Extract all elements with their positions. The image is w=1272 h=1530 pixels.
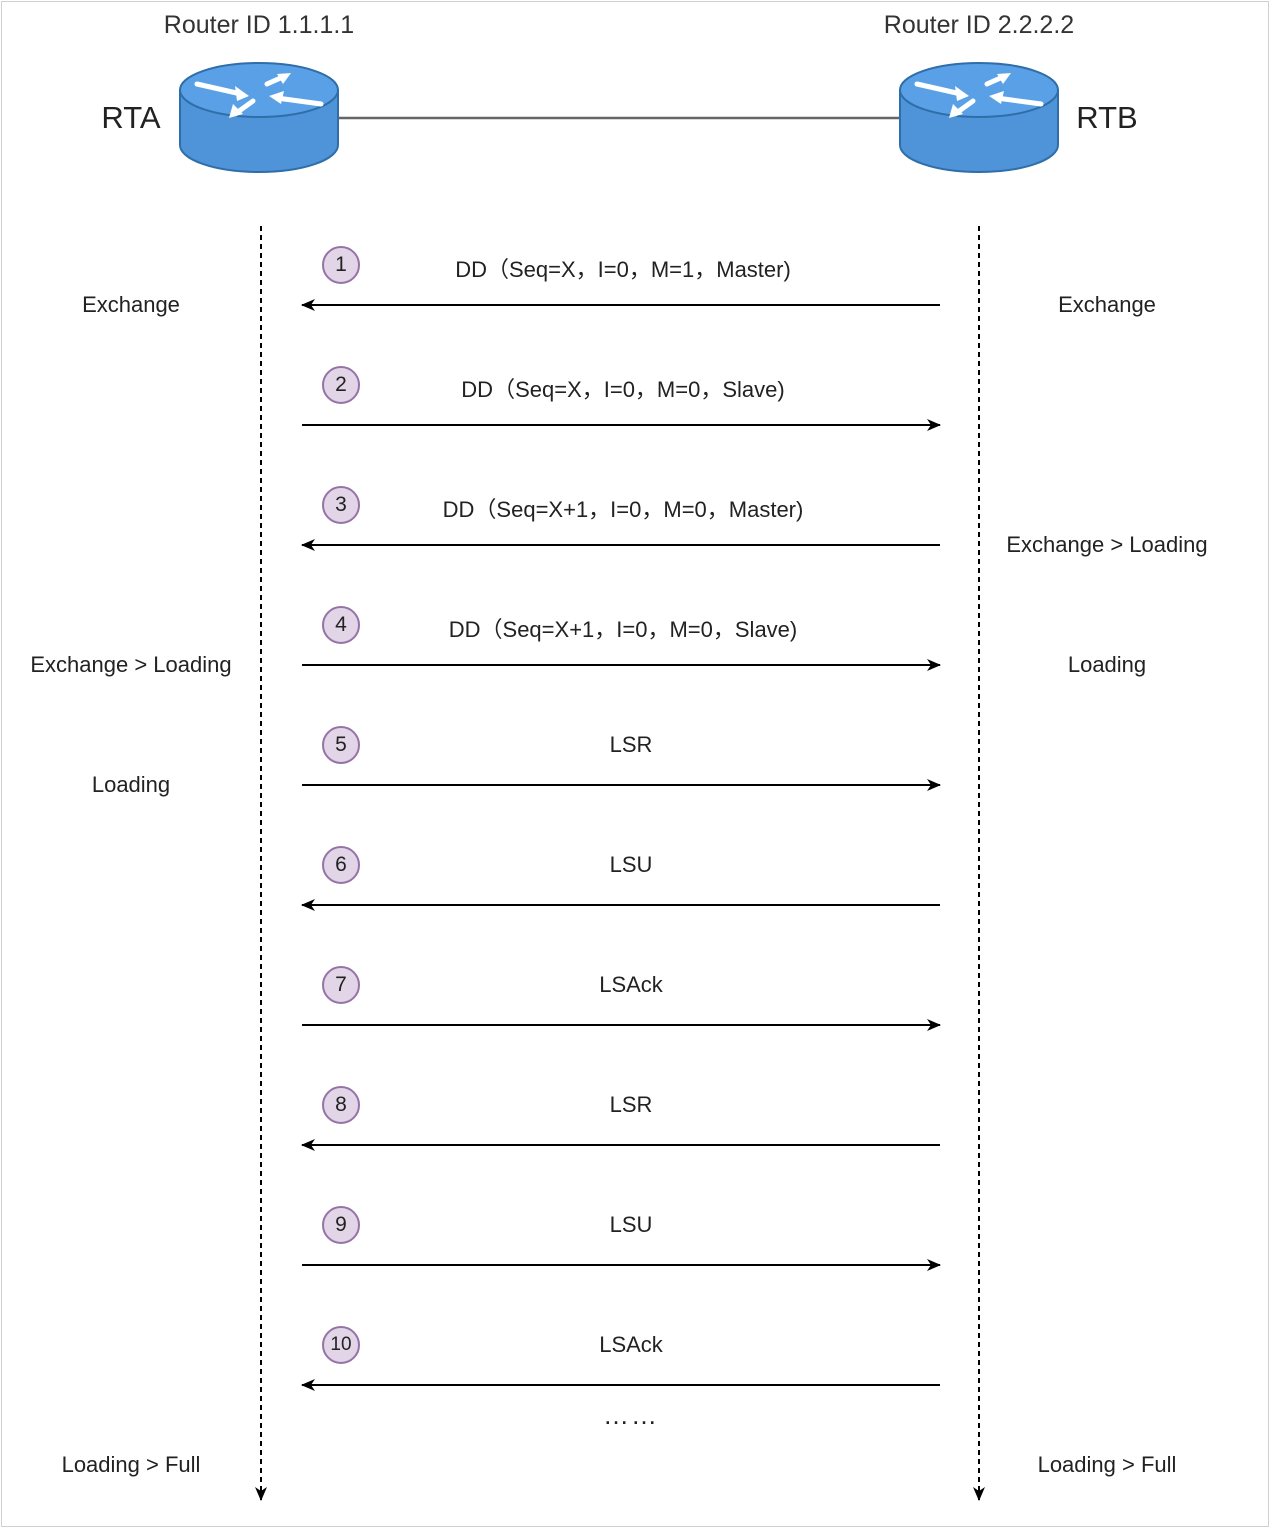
message-label: LSU — [609, 852, 653, 877]
message-label: LSAck — [599, 1332, 663, 1357]
rta-state-loading: Loading — [91, 772, 171, 797]
message-label: LSU — [609, 1212, 653, 1237]
message-label: LSR — [609, 732, 653, 757]
rta-state-exchange-to-loading: Exchange > Loading — [30, 652, 232, 677]
step-badge: 8 — [322, 1086, 360, 1124]
step-badge: 1 — [322, 246, 360, 284]
rtb-state-loading-to-full: Loading > Full — [1037, 1452, 1177, 1477]
step-badge: 4 — [322, 606, 360, 644]
rtb-state-loading: Loading — [1067, 652, 1147, 677]
step-badge: 10 — [322, 1326, 360, 1364]
step-badge: 7 — [322, 966, 360, 1004]
step-badge: 9 — [322, 1206, 360, 1244]
step-badge: 6 — [322, 846, 360, 884]
rtb-state-exchange-to-loading: Exchange > Loading — [1006, 532, 1208, 557]
rta-state-exchange: Exchange — [82, 292, 180, 317]
message-label: LSR — [609, 1092, 653, 1117]
continuation-ellipsis: …… — [603, 1400, 659, 1430]
rtb-state-exchange: Exchange — [1058, 292, 1156, 317]
message-label: LSAck — [599, 972, 663, 997]
rta-router-id: Router ID 1.1.1.1 — [163, 11, 355, 39]
step-badge: 2 — [322, 366, 360, 404]
router-rtb-icon — [899, 62, 1059, 173]
message-arrows — [301, 299, 941, 1391]
step-badge: 5 — [322, 726, 360, 764]
message-label: DD（Seq=X+1，I=0，M=0，Master) — [442, 497, 804, 522]
message-label: DD（Seq=X，I=0，M=0，Slave) — [461, 377, 785, 402]
rta-name: RTA — [101, 100, 161, 135]
rtb-router-id: Router ID 2.2.2.2 — [883, 11, 1075, 39]
rtb-name: RTB — [1076, 100, 1138, 135]
message-label: DD（Seq=X+1，I=0，M=0，Slave) — [448, 617, 798, 642]
router-rta-icon — [179, 62, 339, 173]
message-label: DD（Seq=X，I=0，M=1，Master) — [455, 257, 791, 282]
rta-state-loading-to-full: Loading > Full — [61, 1452, 201, 1477]
step-badge: 3 — [322, 486, 360, 524]
